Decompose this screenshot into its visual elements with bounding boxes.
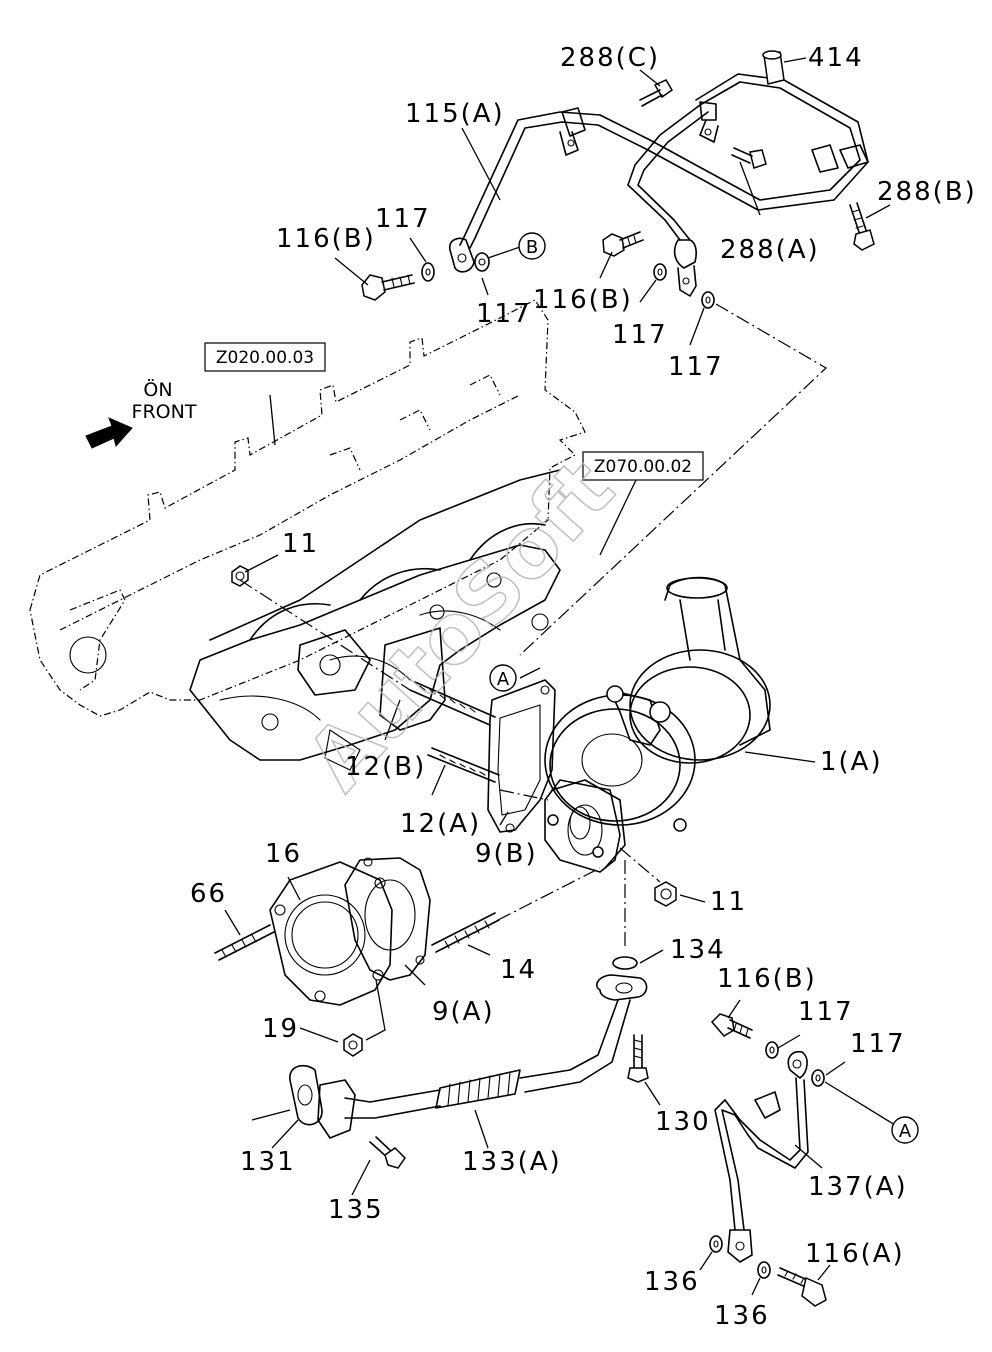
- callout-circle-a-manifold[interactable]: A: [489, 664, 517, 692]
- bolt-116b-top: [361, 274, 415, 301]
- label-117-e[interactable]: 117: [798, 997, 854, 1027]
- washer-117-c: [653, 263, 667, 281]
- label-117-c[interactable]: 117: [612, 320, 668, 350]
- bolt-135: [369, 1136, 406, 1169]
- part-labels: 288(C) 414 115(A) 288(B) 117 116(B) 288(…: [190, 43, 977, 1331]
- label-19[interactable]: 19: [262, 1014, 299, 1044]
- water-pipe-inner: [627, 101, 869, 297]
- callout-letter-a-manifold: A: [497, 669, 510, 690]
- label-288c[interactable]: 288(C): [560, 43, 660, 73]
- label-116b-top[interactable]: 116(B): [276, 224, 376, 254]
- label-66[interactable]: 66: [190, 879, 227, 909]
- gasket-9a: [344, 857, 431, 981]
- label-117-d[interactable]: 117: [668, 352, 724, 382]
- arrow-right-icon: [85, 417, 133, 449]
- gasket-9b: [487, 679, 556, 833]
- bolt-288c: [639, 79, 674, 107]
- label-9a[interactable]: 9(A): [432, 997, 495, 1027]
- nut-11-bottom: [654, 881, 677, 907]
- washer-117-top: [421, 262, 435, 282]
- label-116b-mid[interactable]: 116(B): [533, 285, 633, 315]
- bolt-116a: [777, 1267, 827, 1307]
- turbocharger: [544, 576, 771, 873]
- bolt-288a: [731, 147, 767, 169]
- washer-117-b: [474, 252, 490, 272]
- washer-117-f: [811, 1069, 825, 1087]
- label-130[interactable]: 130: [655, 1107, 711, 1137]
- cylinder-head-outline: [29, 299, 586, 717]
- label-288a[interactable]: 288(A): [720, 235, 820, 265]
- watermark-text: AutoSoft: [289, 442, 632, 809]
- nut-11-top: [231, 565, 249, 587]
- callout-letter-a-feed: A: [899, 1121, 912, 1142]
- label-115a[interactable]: 115(A): [405, 99, 505, 129]
- label-116a[interactable]: 116(A): [805, 1239, 905, 1269]
- ref-label-cylinder-head: Z020.00.03: [216, 348, 314, 368]
- label-16[interactable]: 16: [265, 839, 302, 869]
- bolt-116b-low: [710, 1013, 753, 1039]
- o-ring-134: [612, 956, 638, 970]
- label-14[interactable]: 14: [500, 955, 537, 985]
- label-1a[interactable]: 1(A): [820, 747, 883, 777]
- label-288b[interactable]: 288(B): [877, 177, 977, 207]
- stud-14: [431, 912, 500, 953]
- flange-16: [269, 861, 393, 1006]
- label-135[interactable]: 135: [328, 1195, 384, 1225]
- bolt-116b-mid: [602, 231, 644, 257]
- front-indicator: ÖN FRONT: [85, 378, 197, 449]
- stud-66: [214, 924, 275, 961]
- label-12a[interactable]: 12(A): [400, 809, 481, 839]
- nut-19: [343, 1033, 363, 1057]
- label-117-top[interactable]: 117: [375, 204, 431, 234]
- ref-label-exhaust-manifold: Z070.00.02: [594, 457, 692, 477]
- label-116b-low[interactable]: 116(B): [717, 964, 817, 994]
- gasket-131: [289, 1064, 323, 1126]
- callout-circle-a-feed[interactable]: A: [891, 1116, 919, 1144]
- label-117-b[interactable]: 117: [476, 299, 532, 329]
- label-414[interactable]: 414: [808, 43, 864, 73]
- oil-feed-pipe: [714, 1050, 809, 1263]
- leader-lines: [224, 57, 896, 1296]
- cap-414: [762, 50, 785, 85]
- assembly-lines: [239, 303, 827, 950]
- ref-box-exhaust-manifold[interactable]: Z070.00.02: [582, 451, 704, 481]
- oil-return-pipe: [317, 974, 648, 1139]
- label-137a[interactable]: 137(A): [808, 1172, 908, 1202]
- ref-box-cylinder-head[interactable]: Z020.00.03: [204, 342, 326, 372]
- label-131[interactable]: 131: [240, 1147, 296, 1177]
- front-label-en: FRONT: [132, 401, 197, 423]
- label-12b[interactable]: 12(B): [345, 752, 426, 782]
- bolt-130: [627, 1034, 649, 1083]
- washer-117-d: [701, 291, 715, 309]
- front-label-tr: ÖN: [143, 378, 172, 401]
- label-9b[interactable]: 9(B): [475, 839, 538, 869]
- callout-letter-b: B: [526, 237, 538, 258]
- label-11-bottom[interactable]: 11: [710, 887, 747, 917]
- label-136-b[interactable]: 136: [714, 1301, 770, 1331]
- washer-117-e: [765, 1041, 779, 1059]
- washer-136-a: [709, 1235, 723, 1253]
- studs-12: [409, 681, 500, 783]
- label-133a[interactable]: 133(A): [462, 1147, 562, 1177]
- bolt-288b: [849, 202, 875, 251]
- label-136-a[interactable]: 136: [644, 1267, 700, 1297]
- callout-circle-b[interactable]: B: [518, 232, 546, 260]
- washer-136-b: [757, 1261, 771, 1279]
- label-117-f[interactable]: 117: [850, 1029, 906, 1059]
- label-134[interactable]: 134: [670, 935, 726, 965]
- label-11-top[interactable]: 11: [282, 529, 319, 559]
